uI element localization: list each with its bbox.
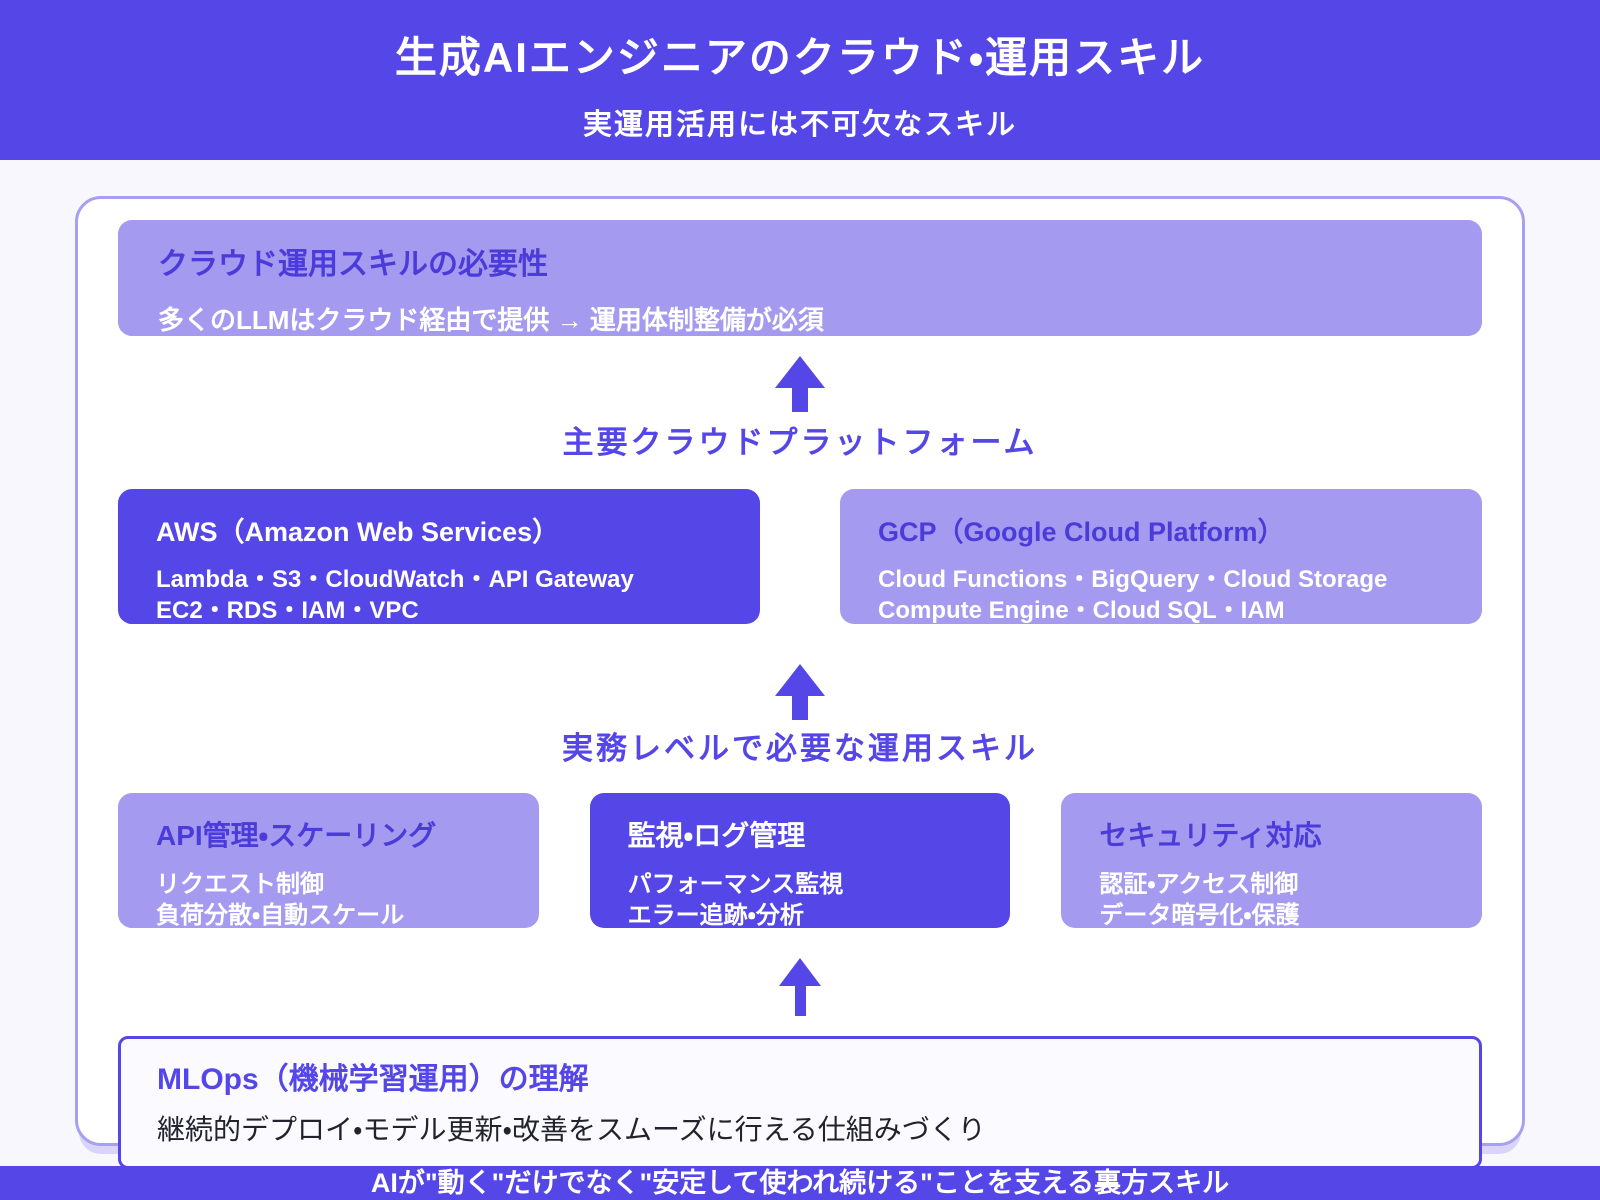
up-arrow-icon — [118, 664, 1482, 720]
skill-box-api-management: API管理・スケーリング リクエスト制御 負荷分散・自動スケール — [118, 793, 539, 931]
skill-title: 監視・ログ管理 — [627, 820, 806, 851]
skill-detail-line2: データ暗号化・保護 — [1099, 902, 1300, 929]
skill-detail-line1: 認証・アクセス制御 — [1099, 871, 1299, 898]
skill-title: API管理・スケーリング — [156, 820, 437, 851]
page-subtitle: 実運用活用には不可欠なスキル — [582, 109, 1017, 141]
skill-box-security: セキュリティ対応 認証・アクセス制御 データ暗号化・保護 — [1061, 793, 1483, 931]
necessity-body: 多くのLLMはクラウド経由で提供 → 運用体制整備が必須 — [158, 305, 824, 335]
footer-text: AIが"動く"だけでなく"安定して使われ続ける"ことを支える裏方スキル — [370, 1167, 1230, 1198]
skill-details: パフォーマンス監視 エラー追跡・分析 — [628, 869, 973, 931]
aws-services-line1: Lambda・S3・CloudWatch・API Gateway — [156, 566, 634, 593]
arrow-head — [775, 664, 825, 696]
skill-details: リクエスト制御 負荷分散・自動スケール — [156, 869, 501, 931]
arrow-stem — [792, 388, 808, 412]
gcp-title: GCP（Google Cloud Platform） — [878, 517, 1285, 547]
necessity-title: クラウド運用スキルの必要性 — [158, 248, 548, 281]
skills-heading: 実務レベルで必要な運用スキル — [562, 731, 1038, 766]
aws-box: AWS（Amazon Web Services） Lambda・S3・Cloud… — [118, 489, 760, 624]
arrow-head — [779, 958, 821, 986]
arrow-stem — [792, 696, 808, 720]
page-title: 生成AIエンジニアのクラウド・運用スキル — [394, 34, 1206, 81]
skill-detail-line2: 負荷分散・自動スケール — [156, 902, 405, 929]
aws-services: Lambda・S3・CloudWatch・API Gateway EC2・RDS… — [156, 564, 722, 626]
up-arrow-icon — [118, 958, 1482, 1016]
skill-detail-line2: エラー追跡・分析 — [627, 902, 804, 929]
platform-row: AWS（Amazon Web Services） Lambda・S3・Cloud… — [118, 489, 1482, 624]
gcp-services-line1: Cloud Functions・BigQuery・Cloud Storage — [878, 566, 1388, 593]
gcp-box: GCP（Google Cloud Platform） Cloud Functio… — [840, 489, 1482, 624]
aws-services-line2: EC2・RDS・IAM・VPC — [156, 597, 419, 624]
footer-banner: AIが"動く"だけでなく"安定して使われ続ける"ことを支える裏方スキル — [0, 1166, 1600, 1200]
mlops-body: 継続的デプロイ・モデル更新・改善をスムーズに行える仕組みづくり — [157, 1114, 986, 1145]
arrow-stem — [794, 986, 806, 1016]
mlops-title: MLOps（機械学習運用）の理解 — [157, 1063, 589, 1096]
skill-detail-line1: パフォーマンス監視 — [627, 871, 844, 898]
gcp-services: Cloud Functions・BigQuery・Cloud Storage C… — [878, 564, 1444, 626]
diagram-container: クラウド運用スキルの必要性 多くのLLMはクラウド経由で提供 → 運用体制整備が… — [75, 196, 1525, 1169]
mlops-box: MLOps（機械学習運用）の理解 継続的デプロイ・モデル更新・改善をスムーズに行… — [118, 1036, 1482, 1169]
aws-title: AWS（Amazon Web Services） — [156, 517, 560, 547]
up-arrow-icon — [118, 356, 1482, 412]
skill-detail-line1: リクエスト制御 — [156, 871, 324, 898]
skills-row: API管理・スケーリング リクエスト制御 負荷分散・自動スケール 監視・ログ管理… — [118, 793, 1483, 931]
cloud-ops-necessity-box: クラウド運用スキルの必要性 多くのLLMはクラウド経由で提供 → 運用体制整備が… — [118, 220, 1482, 336]
skill-title: セキュリティ対応 — [1099, 820, 1322, 851]
arrow-head — [775, 356, 825, 388]
skill-details: 認証・アクセス制御 データ暗号化・保護 — [1099, 869, 1444, 931]
header-banner: 生成AIエンジニアのクラウド・運用スキル 実運用活用には不可欠なスキル — [0, 0, 1600, 160]
gcp-services-line2: Compute Engine・Cloud SQL・IAM — [878, 597, 1285, 624]
skill-box-monitoring-logging: 監視・ログ管理 パフォーマンス監視 エラー追跡・分析 — [589, 793, 1011, 931]
platforms-heading: 主要クラウドプラットフォーム — [562, 425, 1038, 460]
